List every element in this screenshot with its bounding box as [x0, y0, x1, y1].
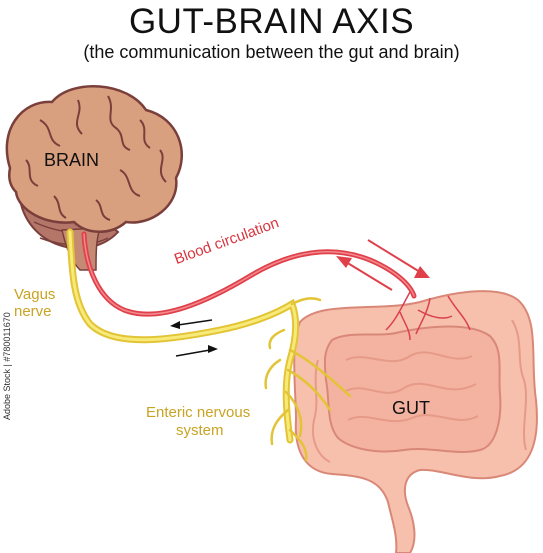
diagram-subtitle: (the communication between the gut and b…: [83, 42, 460, 62]
vagus-nerve-label-line2: nerve: [14, 303, 52, 320]
blood-direction-arrows: [336, 239, 430, 291]
enteric-nerve-branches: [264, 297, 352, 462]
nerve-direction-arrows: [170, 319, 218, 357]
enteric-nervous-system-label-line1: Enteric nervous: [146, 404, 251, 421]
stock-id: Adobe Stock | #780011670: [2, 312, 12, 420]
gut-illustration: [293, 290, 538, 553]
brain-illustration: [5, 85, 183, 271]
gut-label: GUT: [392, 398, 430, 418]
enteric-nervous-system-label-line2: system: [176, 422, 224, 439]
brain-label: BRAIN: [44, 150, 100, 170]
diagram-title: GUT-BRAIN AXIS: [128, 2, 415, 41]
vagus-nerve-label-line1: Vagus: [14, 286, 56, 303]
